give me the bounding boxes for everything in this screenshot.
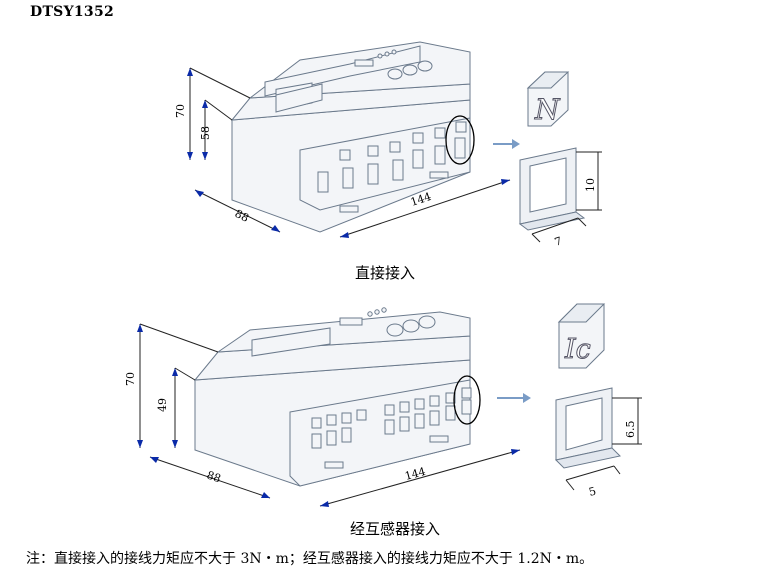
dim-top-height-total: 70 <box>174 104 187 118</box>
highlight-circle-bottom <box>453 375 481 425</box>
bottom-dimensions: 70 49 88 144 <box>124 323 521 507</box>
top-pointer-arrow <box>493 139 520 149</box>
dim-top-depth: 88 <box>233 207 251 225</box>
dim-bottom-length: 144 <box>403 465 427 483</box>
n-terminal-icon: N <box>526 71 570 127</box>
bottom-terminal-cover: 6.5 5 <box>554 387 642 499</box>
top-dimensions: 70 58 88 144 <box>174 67 511 238</box>
dim-top-length: 144 <box>409 190 433 209</box>
page-title: DTSY1352 <box>30 4 115 20</box>
dim-bottom-height-body: 49 <box>156 398 169 412</box>
dim-bottom-height-total: 70 <box>124 372 137 386</box>
bottom-pointer-arrow <box>497 393 531 403</box>
svg-text:N: N <box>534 93 561 126</box>
dim-bottom-depth: 88 <box>205 469 222 486</box>
top-terminal-cover: 10 7 <box>518 147 602 249</box>
top-meter-drawing <box>230 41 475 233</box>
cover-top-width: 7 <box>553 234 564 249</box>
cover-bottom-height: 6.5 <box>624 421 637 439</box>
highlight-circle-top <box>445 115 475 165</box>
dim-top-height-body: 58 <box>199 126 212 140</box>
cover-bottom-width: 5 <box>587 485 597 499</box>
bottom-meter-drawing <box>193 307 481 487</box>
cover-top-height: 10 <box>584 178 597 192</box>
caption-transformer-connection: 经互感器接入 <box>349 520 440 538</box>
svg-text:Ic: Ic <box>564 334 591 365</box>
ic-terminal-icon: Ic <box>557 303 606 369</box>
caption-direct-connection: 直接接入 <box>354 264 415 282</box>
torque-note: 注：直接接入的接线力矩应不大于 3N・m；经互感器接入的接线力矩应不大于 1.2… <box>26 551 594 567</box>
